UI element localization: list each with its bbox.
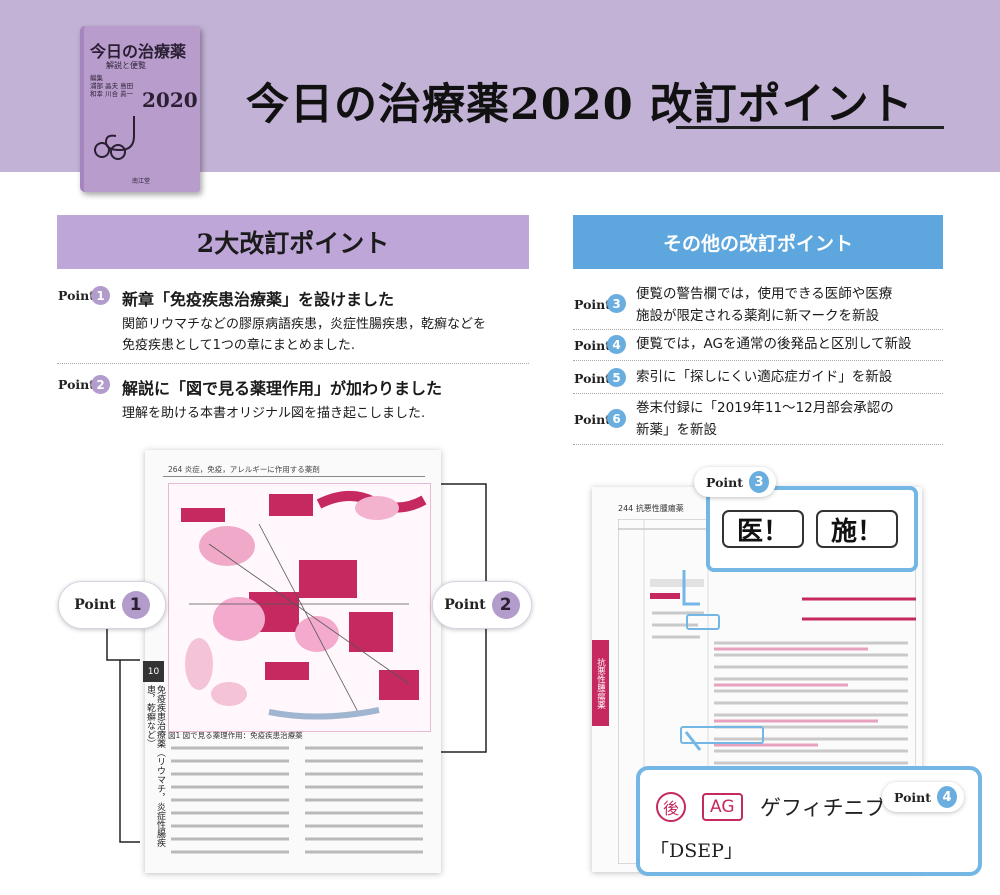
point-1-label: Point bbox=[58, 288, 96, 303]
sample-page-left: 264 炎症，免疫，アレルギーに作用する薬剤 図1 図で見る薬理作用：免疫疾患治… bbox=[145, 450, 441, 873]
pill-point-label: Point bbox=[894, 789, 932, 805]
chapter-title-vertical: 免疫疾患治療薬（リウマチ，炎症性腸疾患，乾癬など） bbox=[145, 685, 165, 847]
callout-connectors bbox=[682, 570, 702, 751]
pill-point-label: Point bbox=[706, 474, 744, 490]
page-running-header: 264 炎症，免疫，アレルギーに作用する薬剤 bbox=[168, 465, 320, 474]
bracket-lines bbox=[106, 483, 487, 843]
point-6-line-2: 新薬」を新設 bbox=[636, 422, 717, 438]
pharmacology-diagram bbox=[168, 483, 431, 732]
pill-point-number: 4 bbox=[937, 786, 957, 808]
chapter-number-tab: 10 bbox=[143, 661, 164, 682]
point-5-number: 5 bbox=[607, 368, 626, 387]
divider bbox=[573, 360, 943, 361]
point-6-label: Point bbox=[574, 412, 612, 427]
page-running-header: 244 抗悪性腫瘍薬 bbox=[618, 504, 684, 513]
divider bbox=[573, 444, 943, 445]
point-2-bubble: Point 2 bbox=[432, 581, 532, 629]
point-6-line-1: 巻末付録に「2019年11～12月部会承認の bbox=[636, 400, 894, 416]
point-2-desc: 理解を助ける本書オリジナル図を描き起こしました. bbox=[122, 406, 426, 421]
point-1-desc-1: 関節リウマチなどの膠原病語疾患，炎症性腸疾患，乾癬などを bbox=[122, 317, 487, 332]
point-1-title: 新章「免疫疾患治療薬」を設けました bbox=[122, 290, 395, 309]
point-3-pill: Point 3 bbox=[694, 467, 776, 497]
point-2-title: 解説に「図で見る薬理作用」が加わりました bbox=[122, 379, 443, 398]
point-3-callout bbox=[706, 486, 918, 572]
book-cover-image: 今日の治療薬 解説と便覧 編集浦部 晶夫 島田 和幸 川合 眞一 2020 南江… bbox=[80, 26, 200, 192]
highlight-box bbox=[680, 726, 764, 744]
book-stethoscope-graphic bbox=[94, 116, 135, 160]
bubble-point-number: 2 bbox=[491, 591, 520, 619]
drug-code: 「DSEP」 bbox=[650, 840, 743, 862]
point-4-label: Point bbox=[574, 338, 612, 353]
point-1-desc-2: 免疫疾患として1つの章にまとめました. bbox=[122, 338, 356, 353]
figure-caption: 図1 図で見る薬理作用：免疫疾患治療薬 bbox=[168, 731, 303, 740]
pill-point-number: 3 bbox=[749, 471, 769, 493]
point-3-line-1: 便覧の警告欄では，使用できる医師や医療 bbox=[636, 286, 893, 302]
right-section-heading: その他の改訂ポイント bbox=[573, 215, 943, 269]
point-5-line-1: 索引に「探しにくい適応症ガイド」を新設 bbox=[636, 369, 893, 385]
point-2-number: 2 bbox=[91, 375, 110, 394]
drug-name: ゲフィチニブ bbox=[760, 796, 886, 820]
point-3-number: 3 bbox=[607, 294, 626, 313]
left-section-heading: 2大改訂ポイント bbox=[57, 215, 529, 269]
body-text-placeholder bbox=[171, 746, 423, 854]
page-title: 今日の治療薬2020 改訂ポイント bbox=[246, 80, 914, 130]
facility-mark: 施！ bbox=[816, 510, 898, 548]
bubble-point-number: 1 bbox=[121, 591, 150, 619]
point-4-line-1: 便覧では，AGを通常の後発品と区別して新設 bbox=[636, 336, 912, 352]
after-mark: 後 bbox=[656, 792, 686, 822]
chapter-tab-vertical: 抗悪性腫瘍薬 bbox=[592, 640, 609, 726]
book-subtitle: 解説と便覧 bbox=[106, 61, 146, 70]
book-editors: 編集浦部 晶夫 島田 和幸 川合 眞一 bbox=[90, 74, 134, 98]
point-1-number: 1 bbox=[91, 286, 110, 305]
point-6-number: 6 bbox=[607, 409, 626, 428]
ag-mark: AG bbox=[702, 793, 743, 821]
point-5-label: Point bbox=[574, 371, 612, 386]
doctor-mark: 医！ bbox=[722, 510, 804, 548]
point-3-label: Point bbox=[574, 297, 612, 312]
book-year: 2020 bbox=[142, 88, 198, 112]
bubble-point-label: Point bbox=[74, 597, 116, 613]
highlight-box bbox=[686, 614, 720, 630]
point-3-line-2: 施設が限定される薬剤に新マークを新設 bbox=[636, 308, 879, 324]
book-title: 今日の治療薬 bbox=[90, 42, 187, 61]
point-4-number: 4 bbox=[607, 335, 626, 354]
title-underline bbox=[676, 126, 944, 129]
point-2-label: Point bbox=[58, 377, 96, 392]
pharmacology-diagram-graphic bbox=[181, 491, 427, 720]
point-1-bubble: Point 1 bbox=[58, 581, 166, 629]
point-4-pill: Point 4 bbox=[882, 782, 964, 812]
divider bbox=[573, 329, 943, 330]
divider bbox=[163, 476, 425, 477]
book-publisher: 南江堂 bbox=[132, 178, 151, 185]
divider bbox=[57, 363, 529, 364]
divider bbox=[573, 393, 943, 394]
bubble-point-label: Point bbox=[444, 597, 486, 613]
